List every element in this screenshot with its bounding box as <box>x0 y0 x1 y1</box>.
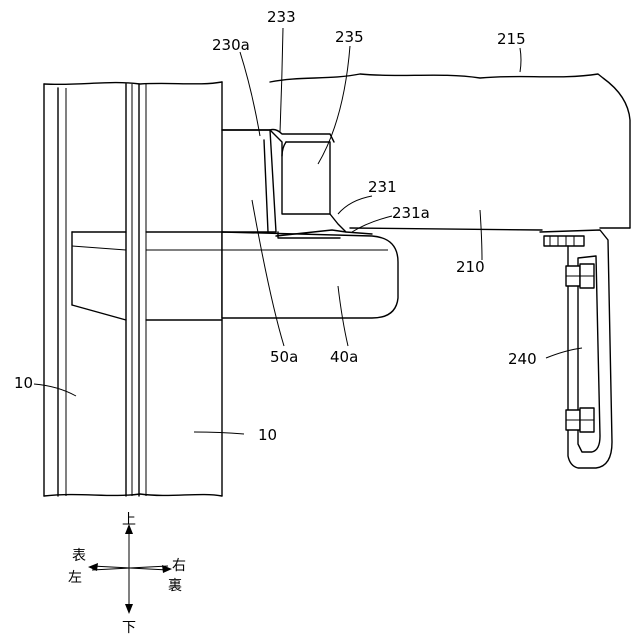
compass-up: 上 <box>122 512 136 528</box>
label-40a: 40a <box>330 348 358 366</box>
compass-left: 左 <box>68 570 82 586</box>
bracket-50a <box>222 130 276 232</box>
label-235: 235 <box>335 28 364 46</box>
post-10 <box>44 82 222 496</box>
label-50a: 50a <box>270 348 298 366</box>
label-231a: 231a <box>392 204 430 222</box>
label-10-left: 10 <box>14 374 33 392</box>
direction-compass: 上 下 表 左 右 裏 <box>68 512 186 636</box>
label-233: 233 <box>267 8 296 26</box>
beam-40a <box>72 232 398 320</box>
label-10-right: 10 <box>258 426 277 444</box>
label-215: 215 <box>497 30 526 48</box>
label-231: 231 <box>368 178 397 196</box>
compass-right: 右 <box>172 558 186 574</box>
leader-lines <box>34 28 582 434</box>
compass-front: 表 <box>72 548 86 564</box>
label-210: 210 <box>456 258 485 276</box>
arrow-down-icon <box>125 604 133 614</box>
compass-back: 裏 <box>168 577 182 594</box>
label-240: 240 <box>508 350 537 368</box>
channel-233 <box>222 130 372 239</box>
compass-down: 下 <box>122 620 136 636</box>
label-230a: 230a <box>212 36 250 54</box>
